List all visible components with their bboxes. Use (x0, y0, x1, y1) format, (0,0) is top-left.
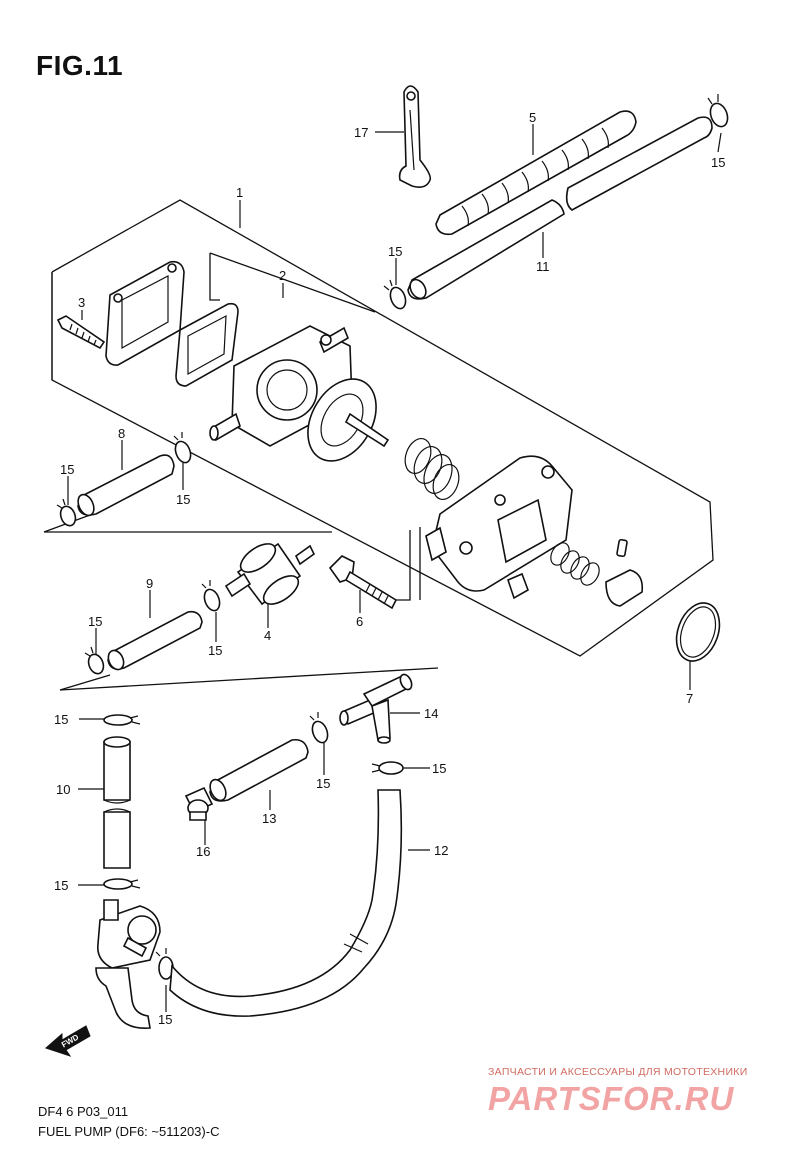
callout-3: 3 (78, 295, 85, 310)
callout-17: 17 (354, 125, 368, 140)
clamp-15-i (155, 948, 174, 980)
callout-15: 15 (316, 776, 330, 791)
part-12-curved-hose (169, 789, 403, 1017)
callout-15: 15 (60, 462, 74, 477)
callout-15: 15 (54, 878, 68, 893)
callout-5: 5 (529, 110, 536, 125)
clamp-15-j (371, 761, 404, 775)
part-4-fuel-filter (224, 542, 316, 606)
diagram-code: DF4 6 P03_011 (38, 1104, 129, 1119)
callout-13: 13 (262, 811, 276, 826)
part-16-connector (184, 786, 214, 821)
callout-15: 15 (158, 1012, 172, 1027)
callout-6: 6 (356, 614, 363, 629)
clamp-15-g (103, 714, 141, 726)
pump-spring (404, 437, 460, 501)
callout-15: 15 (54, 712, 68, 727)
pump-gasket (175, 302, 239, 387)
part-13-hose (209, 738, 309, 802)
callout-2: 2 (279, 268, 286, 283)
callout-labels: 1 2 3 4 5 6 7 8 9 10 11 12 13 14 16 17 1… (54, 110, 725, 1027)
clamp-15-b (383, 279, 407, 310)
part-14-t-joint (339, 673, 413, 744)
clamp-15-a (707, 94, 729, 128)
callout-4: 4 (264, 628, 271, 643)
callout-15: 15 (176, 492, 190, 507)
part-7-o-ring (675, 602, 721, 662)
callout-15: 15 (711, 155, 725, 170)
callout-15: 15 (208, 643, 222, 658)
diagram-description: FUEL PUMP (DF6: ~511203)-C (38, 1124, 220, 1139)
clamp-15-e (201, 580, 221, 612)
callout-7: 7 (686, 691, 693, 706)
callout-15: 15 (388, 244, 402, 259)
callout-9: 9 (146, 576, 153, 591)
figure-title: FIG.11 (36, 50, 124, 81)
pump-housing (425, 455, 573, 600)
assembly-2-outline (209, 253, 220, 301)
clamp-15-h (103, 878, 141, 890)
part-3-screw (56, 315, 106, 350)
fuel-tap (95, 899, 161, 1029)
check-valve-spring (550, 538, 644, 607)
callout-10: 10 (56, 782, 70, 797)
part-8-hose (77, 454, 175, 517)
clamp-15-d (56, 498, 77, 527)
clamp-15-f (84, 646, 105, 675)
part-6-bolt (328, 555, 398, 610)
callout-1: 1 (236, 185, 243, 200)
callout-14: 14 (424, 706, 438, 721)
pump-cover-plate (105, 260, 185, 366)
callout-15: 15 (88, 614, 102, 629)
clamp-15-c (173, 432, 192, 464)
part-5-hose-protector (435, 110, 637, 236)
callout-11: 11 (536, 259, 550, 274)
part-11-fuel-hose (407, 116, 713, 300)
callout-12: 12 (434, 843, 448, 858)
pump-diaphragm (307, 378, 390, 462)
watermark-logo: PARTSFOR.RU (488, 1080, 735, 1117)
watermark-tagline: ЗАПЧАСТИ И АКСЕССУАРЫ ДЛЯ МОТОТЕХНИКИ (488, 1066, 748, 1078)
callout-15: 15 (432, 761, 446, 776)
part-17-hose-holder (398, 85, 432, 188)
callout-8: 8 (118, 426, 125, 441)
part-9-hose (107, 610, 203, 671)
fwd-arrow-icon: FWD (45, 1025, 91, 1057)
callout-16: 16 (196, 844, 210, 859)
clamp-15-k (309, 712, 329, 744)
part-10-hose (103, 736, 131, 869)
